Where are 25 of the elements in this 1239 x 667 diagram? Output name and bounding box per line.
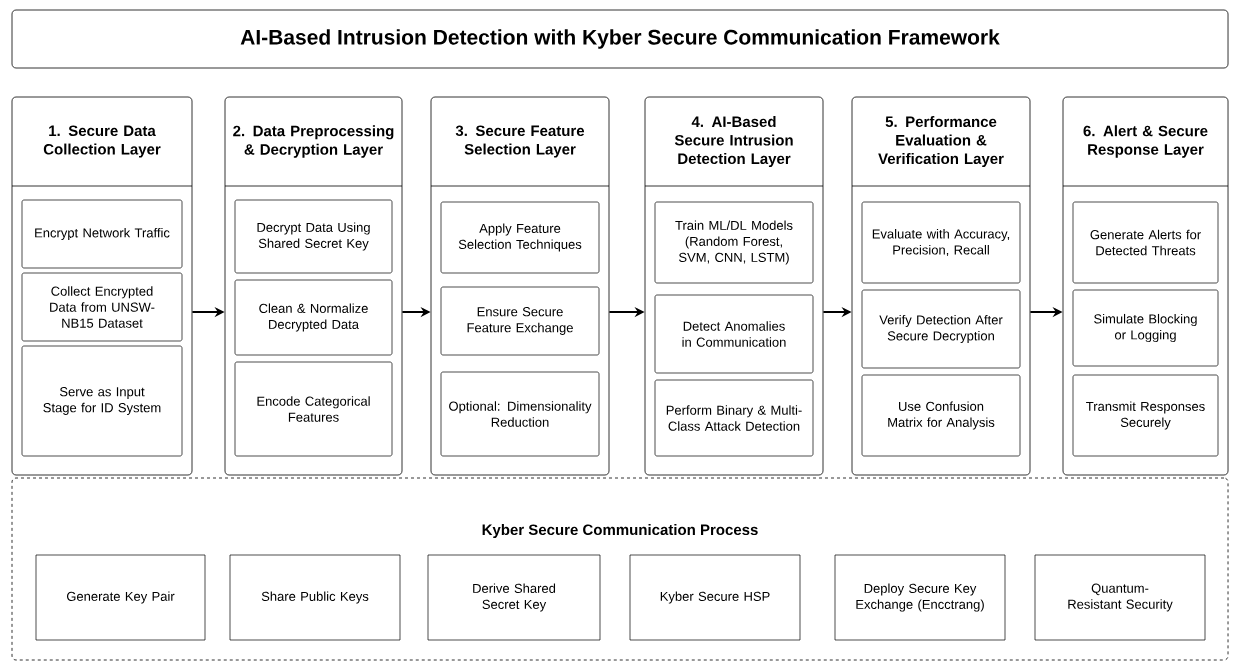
step-box: Verify Detection After Secure Decryption bbox=[861, 289, 1021, 369]
step-box: Optional: Dimensionality Reduction bbox=[440, 371, 600, 457]
step-box: Share Public Keys bbox=[229, 554, 401, 641]
step-box: Simulate Blocking or Logging bbox=[1072, 289, 1219, 367]
step-box: Collect Encrypted Data from UNSW-NB15 Dataset bbox=[21, 272, 183, 342]
step-box: Serve as Input Stage for ID System bbox=[21, 345, 183, 457]
step-box: Train ML/DL Models (Random Forest, SVM, CNN, LSTM) bbox=[654, 201, 814, 284]
step-box: Transmit Responses Securely bbox=[1072, 374, 1219, 457]
step-box: Kyber Secure HSP bbox=[629, 554, 801, 641]
step-box: Generate Key Pair bbox=[35, 554, 206, 641]
step-box: Encode Categorical Features bbox=[234, 361, 393, 457]
step-box: Apply Feature Selection Techniques bbox=[440, 201, 600, 274]
step-box: Use Confusion Matrix for Analysis bbox=[861, 374, 1021, 457]
step-box: Ensure Secure Feature Exchange bbox=[440, 286, 600, 356]
step-box: Quantum-Resistant Security bbox=[1034, 554, 1206, 641]
title-box: AI-Based Intrusion Detection with Kyber Secure Communication Framework bbox=[11, 9, 1229, 69]
step-box: Detect Anomalies in Communication bbox=[654, 294, 814, 374]
step-box: Evaluate with Accuracy, Precision, Recall bbox=[861, 201, 1021, 284]
step-box: Clean & Normalize Decrypted Data bbox=[234, 279, 393, 356]
step-box: Generate Alerts for Detected Threats bbox=[1072, 201, 1219, 284]
step-box: Perform Binary & Multi-Class Attack Detection bbox=[654, 379, 814, 457]
step-box: Decrypt Data Using Shared Secret Key bbox=[234, 199, 393, 274]
step-box: Encrypt Network Traffic bbox=[21, 199, 183, 269]
step-box: Derive Shared Secret Key bbox=[427, 554, 601, 641]
step-box: Deploy Secure Key Exchange (Encctrang) bbox=[834, 554, 1006, 641]
